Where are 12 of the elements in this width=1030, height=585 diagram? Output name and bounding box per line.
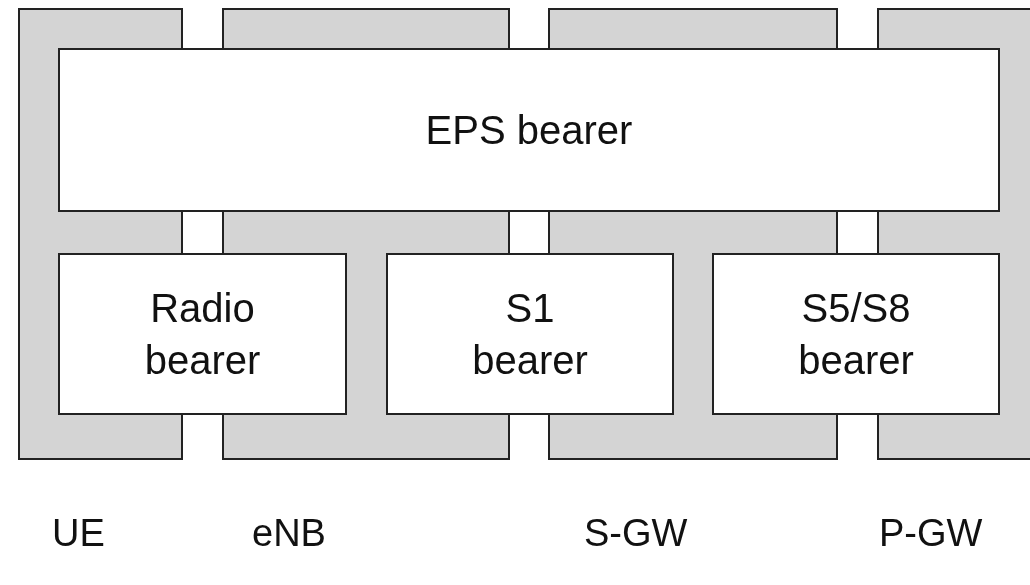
bearer-box <box>58 48 1000 212</box>
node-label: S-GW <box>584 513 688 555</box>
node-label: UE <box>52 513 105 555</box>
node-label: eNB <box>252 513 326 555</box>
bearer-label: Radio bearer <box>143 285 262 384</box>
bearer-box <box>58 253 347 415</box>
node-label: P-GW <box>879 513 983 555</box>
bearer-box <box>712 253 1000 415</box>
bearer-box <box>386 253 674 415</box>
bearer-label: S1 bearer <box>471 285 589 384</box>
bearer-label: EPS bearer <box>425 107 633 154</box>
bearer-label: S5/S8 bearer <box>797 285 915 384</box>
